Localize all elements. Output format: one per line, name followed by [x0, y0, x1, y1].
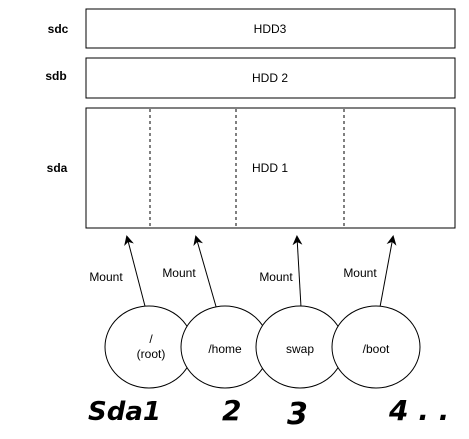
mount-label-root: Mount	[89, 270, 123, 284]
annotation-4: 4 . .	[388, 394, 449, 427]
disk-box-hdd3	[85, 8, 456, 49]
mount-label-boot: Mount	[343, 266, 377, 280]
mount-arrow-home	[193, 235, 218, 311]
handwritten-annotations: Sda1 2 3 4 . .	[88, 394, 449, 432]
device-label-sdc: sdc	[48, 22, 69, 36]
partition-label-swap: swap	[286, 342, 314, 356]
annotation-3: 3	[287, 397, 308, 432]
annotation-sda1: Sda1	[88, 397, 161, 427]
annotation-2: 2	[222, 394, 241, 427]
mount-arrow-boot	[379, 235, 397, 308]
disk-label-hdd2: HDD 2	[252, 71, 288, 85]
mount-arrow-root	[124, 235, 147, 311]
device-label-sdb: sdb	[45, 69, 66, 83]
mount-label-swap: Mount	[259, 270, 293, 284]
device-label-sda: sda	[47, 161, 68, 175]
mount-label-home: Mount	[162, 266, 196, 280]
partition-label-boot: /boot	[363, 342, 390, 356]
disk-box-hdd1	[85, 107, 456, 229]
partition-label-root-line2: (root)	[137, 347, 166, 361]
disk-label-hdd3: HDD3	[254, 22, 287, 36]
partition-label-root-line1: /	[149, 332, 153, 346]
partition-label-home: /home	[208, 342, 242, 356]
partition-circle-boot	[331, 305, 421, 389]
disk-label-hdd1: HDD 1	[252, 161, 288, 175]
disk-box-hdd2	[85, 57, 456, 99]
mount-arrow-swap	[292, 235, 303, 308]
